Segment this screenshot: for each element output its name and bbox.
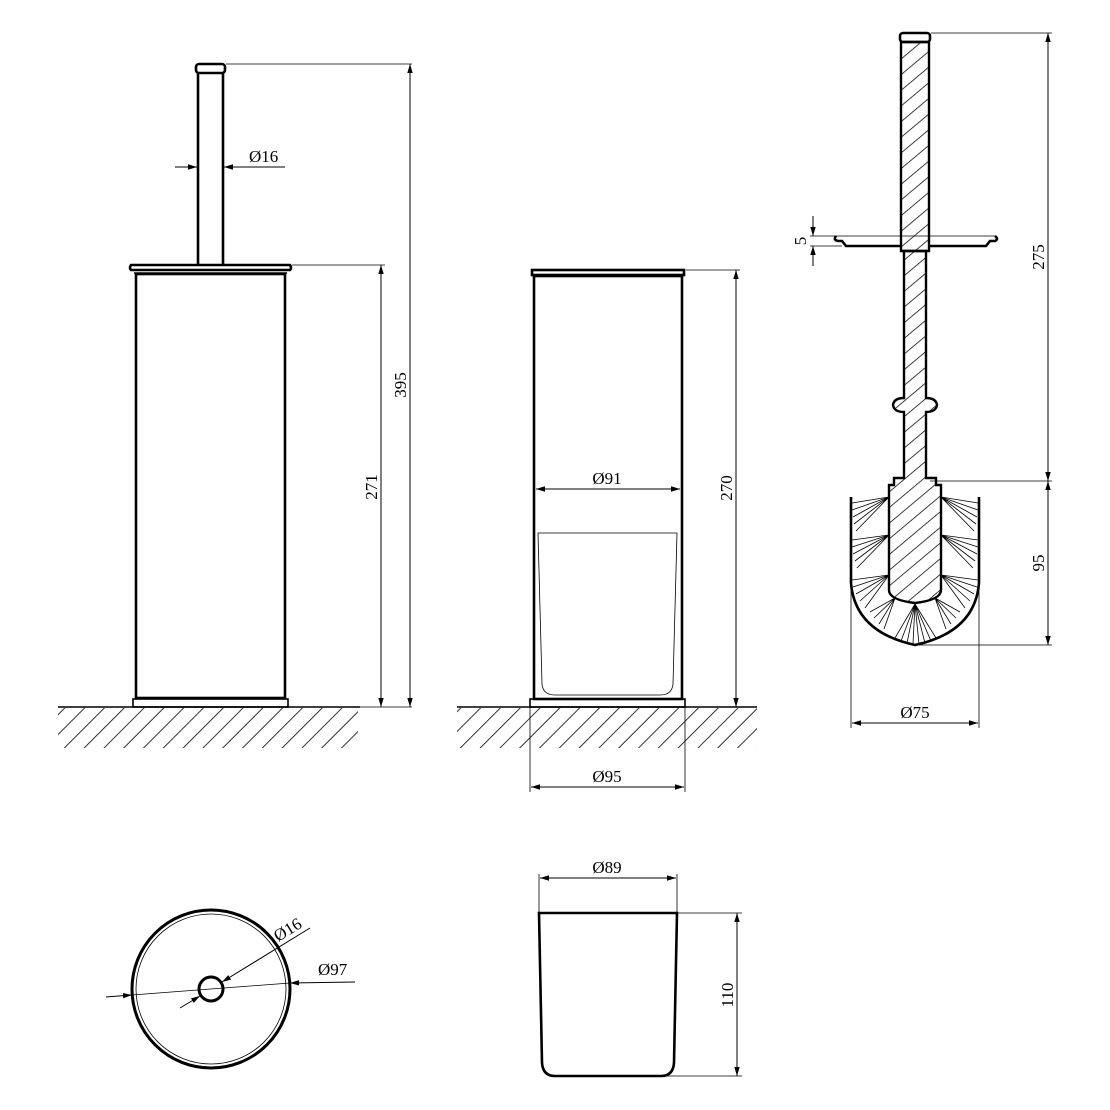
dim-handle-length: 275 <box>1029 244 1048 270</box>
insert-cup-view: Ø89 110 <box>537 858 742 1078</box>
lid <box>128 263 293 272</box>
brush-section-view: 5 275 95 Ø75 <box>791 31 1052 728</box>
dim-body-height: 271 <box>362 474 381 500</box>
ground-hatch <box>58 706 360 748</box>
top-view: Ø97 Ø16 <box>105 908 356 1070</box>
drip-disc <box>833 234 999 248</box>
front-assembled-view: Ø16 395 271 <box>58 62 413 748</box>
handle-hole <box>197 975 225 1003</box>
inner-cup-outline <box>537 532 678 696</box>
dim-head-length: 95 <box>1029 555 1048 572</box>
dim-head-diameter: Ø75 <box>900 703 929 722</box>
dim-disc-thickness: 5 <box>791 237 810 246</box>
outer-rim <box>130 908 292 1070</box>
front-section-view: Ø91 270 Ø95 <box>457 268 757 792</box>
brush-handle-upper <box>899 40 931 253</box>
dim-outer-diameter: Ø97 <box>318 960 348 979</box>
dim-top-handle-diameter: Ø16 <box>270 914 305 945</box>
dim-base-diameter: Ø95 <box>592 767 621 786</box>
dim-handle-diameter: Ø16 <box>249 147 278 166</box>
dim-housing-height: 270 <box>717 475 736 501</box>
ground-hatch <box>457 706 757 748</box>
dim-inner-diameter: Ø91 <box>592 469 621 488</box>
cup-outline <box>537 911 679 1078</box>
bristles <box>851 496 979 645</box>
dim-cup-diameter: Ø89 <box>592 858 621 877</box>
dim-cup-height: 110 <box>718 983 737 1008</box>
handle-cap <box>194 62 227 75</box>
brush-handle-lower <box>887 249 943 605</box>
dim-overall-height: 395 <box>391 372 410 398</box>
base-plate <box>132 698 289 708</box>
holder-body <box>134 272 287 700</box>
